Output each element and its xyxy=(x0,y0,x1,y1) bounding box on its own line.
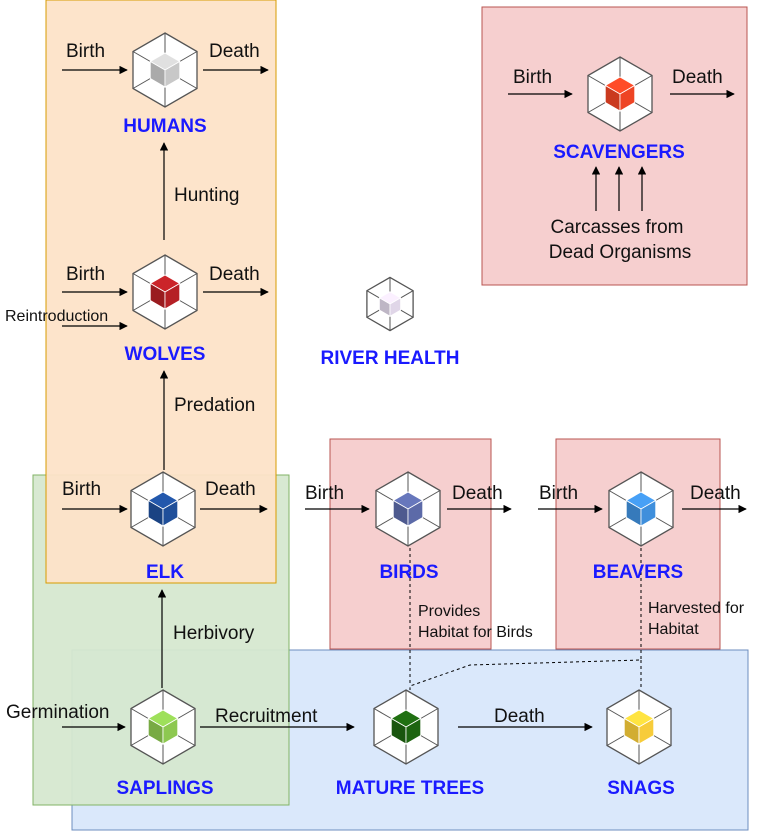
nodes xyxy=(130,32,674,765)
trees-death-label: Death xyxy=(494,706,545,727)
birds-label: BIRDS xyxy=(379,562,438,583)
scavengers-region xyxy=(481,6,748,286)
snags-cube-icon xyxy=(606,689,672,765)
provides-label-line1: Provides xyxy=(418,603,480,620)
beavers-label: BEAVERS xyxy=(593,562,683,583)
river-cube-icon xyxy=(366,276,414,332)
habitat-links xyxy=(409,542,642,690)
scavengers-birth-label: Birth xyxy=(513,67,552,88)
scavengers-label: SCAVENGERS xyxy=(553,142,685,163)
wolves-death-label: Death xyxy=(209,264,260,285)
herbivory-label: Herbivory xyxy=(173,623,255,644)
predation-label: Predation xyxy=(174,395,255,416)
hunting-label: Hunting xyxy=(174,185,240,206)
wolves-cube-icon xyxy=(132,254,198,330)
mature-trees-label: MATURE TREES xyxy=(336,778,484,799)
beavers-death-label: Death xyxy=(690,483,741,504)
mature-trees-cube-icon xyxy=(373,689,439,765)
provides-label-line2: Habitat for Birds xyxy=(418,624,533,641)
scavengers-cube-icon xyxy=(587,56,653,132)
carcasses-label-line2: Dead Organisms xyxy=(549,242,692,263)
harvested-label-line2: Habitat xyxy=(648,621,699,638)
saplings-cube-icon xyxy=(130,689,196,765)
birds-death-label: Death xyxy=(452,483,503,504)
scavengers-death-label: Death xyxy=(672,67,723,88)
beavers-cube-icon xyxy=(608,471,674,547)
humans-label: HUMANS xyxy=(123,116,206,137)
elk-death-label: Death xyxy=(205,479,256,500)
humans-birth-label: Birth xyxy=(66,41,105,62)
elk-birth-label: Birth xyxy=(62,479,101,500)
beavers-habitat-link xyxy=(409,542,642,690)
river-health-label: RIVER HEALTH xyxy=(321,348,460,369)
harvested-label-line1: Harvested for xyxy=(648,600,745,617)
recruitment-label: Recruitment xyxy=(215,706,318,727)
elk-cube-icon xyxy=(130,471,196,547)
germination-label: Germination xyxy=(6,702,110,723)
flow-labels: Birth Death Hunting Birth Death Reintrod… xyxy=(5,41,745,727)
node-labels: HUMANS WOLVES ELK SCAVENGERS RIVER HEALT… xyxy=(116,116,684,799)
carcasses-label-line1: Carcasses from xyxy=(550,217,683,238)
humans-death-label: Death xyxy=(209,41,260,62)
birds-cube-icon xyxy=(375,471,441,547)
snags-label: SNAGS xyxy=(607,778,675,799)
humans-cube-icon xyxy=(132,32,198,108)
saplings-label: SAPLINGS xyxy=(116,778,213,799)
wolves-label: WOLVES xyxy=(125,344,206,365)
beavers-birth-label: Birth xyxy=(539,483,578,504)
arrows xyxy=(62,65,747,732)
birds-birth-label: Birth xyxy=(305,483,344,504)
reintroduction-label: Reintroduction xyxy=(5,308,108,325)
elk-label: ELK xyxy=(146,562,184,583)
wolves-birth-label: Birth xyxy=(66,264,105,285)
